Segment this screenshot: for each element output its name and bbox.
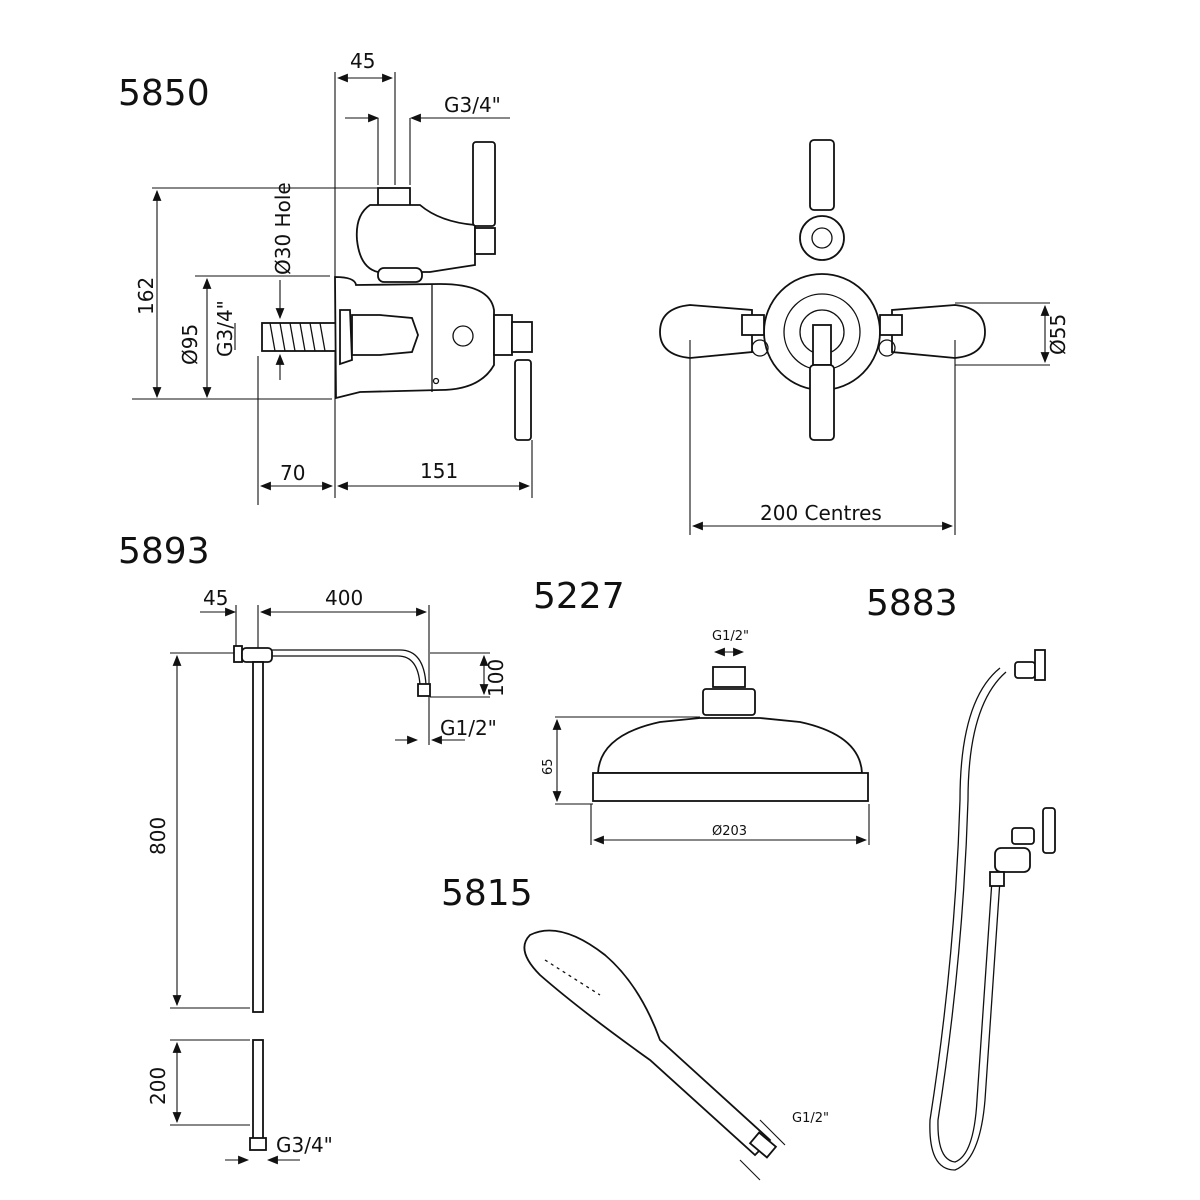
valve-5850-front-view: Ø55 200 Centres — [659, 139, 1070, 535]
dim-offset: 45 — [203, 586, 228, 610]
product-code-5883: 5883 — [866, 583, 958, 624]
product-code-5815: 5815 — [441, 873, 533, 914]
handset-5815: 5815 G1/2" — [441, 873, 829, 1181]
riser-5893: 5893 45 400 100 G1/2" 800 200 G3/4" — [118, 531, 508, 1165]
dim-inlet-thread: G3/4" — [444, 93, 501, 117]
dim-depth-back: 70 — [280, 461, 305, 485]
dim-centres: 200 Centres — [760, 501, 882, 525]
dim-handset-inlet: G1/2" — [792, 1111, 829, 1126]
dim-height: 162 — [134, 277, 158, 315]
dim-head-diameter: Ø203 — [712, 824, 747, 839]
hose-kit-5883: 5883 — [866, 583, 1056, 1171]
dim-depth-front: 151 — [420, 459, 458, 483]
dim-inlet: G3/4" — [276, 1133, 333, 1157]
shower-head-5227: 5227 G1/2" 65 Ø203 — [533, 576, 870, 845]
dim-hole: Ø30 Hole — [271, 182, 295, 275]
product-code-5850: 5850 — [118, 73, 210, 114]
dim-top-width: 45 — [350, 49, 375, 73]
dim-head-inlet: G1/2" — [712, 629, 749, 644]
dim-riser: 800 — [146, 817, 170, 855]
dim-head-height: 65 — [541, 758, 556, 775]
dim-arm-length: 400 — [325, 586, 363, 610]
dim-side-inlet: G3/4" — [213, 300, 237, 357]
dim-handle-diameter: Ø55 — [1046, 314, 1070, 355]
dim-diameter: Ø95 — [178, 324, 202, 365]
dim-lower: 200 — [146, 1067, 170, 1105]
dim-drop: 100 — [484, 659, 508, 697]
valve-5850-side-view: 5850 45 G3/4" 162 Ø95 G3/4" Ø30 Hole — [118, 49, 533, 505]
dim-outlet: G1/2" — [440, 716, 497, 740]
product-code-5227: 5227 — [533, 576, 625, 617]
product-code-5893: 5893 — [118, 531, 210, 572]
